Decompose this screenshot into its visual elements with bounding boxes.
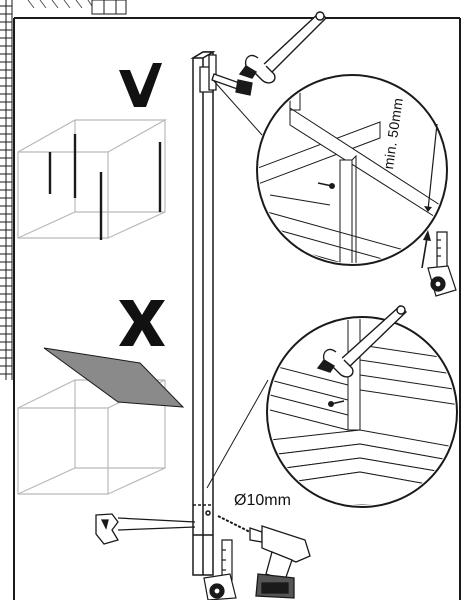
corner-posts: [48, 134, 162, 240]
page-frame: [13, 17, 461, 600]
drill-icon: [217, 515, 311, 599]
roof-lid: [43, 347, 185, 408]
saw-icon: [95, 513, 196, 545]
measurement-line: [427, 123, 438, 211]
long-post: [190, 51, 216, 576]
wrench-icon: [238, 11, 327, 84]
ghost-box-correct: [17, 119, 168, 239]
leader-line-bottom: [206, 379, 269, 489]
wrench-icon-lower: [316, 305, 407, 378]
detail-circle-top: [256, 74, 448, 266]
ghost-box-wrong: [17, 379, 166, 495]
tape-measure-icon-lower: [203, 539, 237, 601]
leader-line-top: [212, 79, 263, 136]
drill-diameter-label: Ø10mm: [234, 492, 291, 509]
tape-measure-icon: [427, 231, 457, 297]
brick-wall: [0, 0, 127, 380]
bolt: [211, 73, 253, 96]
checkmark-icon: [119, 63, 162, 107]
arrow-up-icon: [421, 230, 431, 269]
cross-icon: [119, 300, 165, 346]
